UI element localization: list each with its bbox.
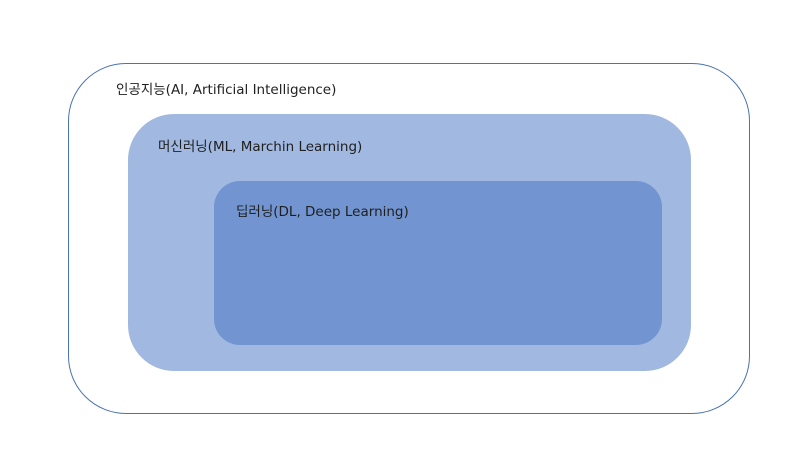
machine-learning-label: 머신러닝(ML, Marchin Learning) <box>158 139 363 155</box>
deep-learning-label: 딥러닝(DL, Deep Learning) <box>236 204 409 220</box>
deep-learning-container <box>214 181 662 345</box>
ai-label: 인공지능(AI, Artificial Intelligence) <box>116 82 337 98</box>
